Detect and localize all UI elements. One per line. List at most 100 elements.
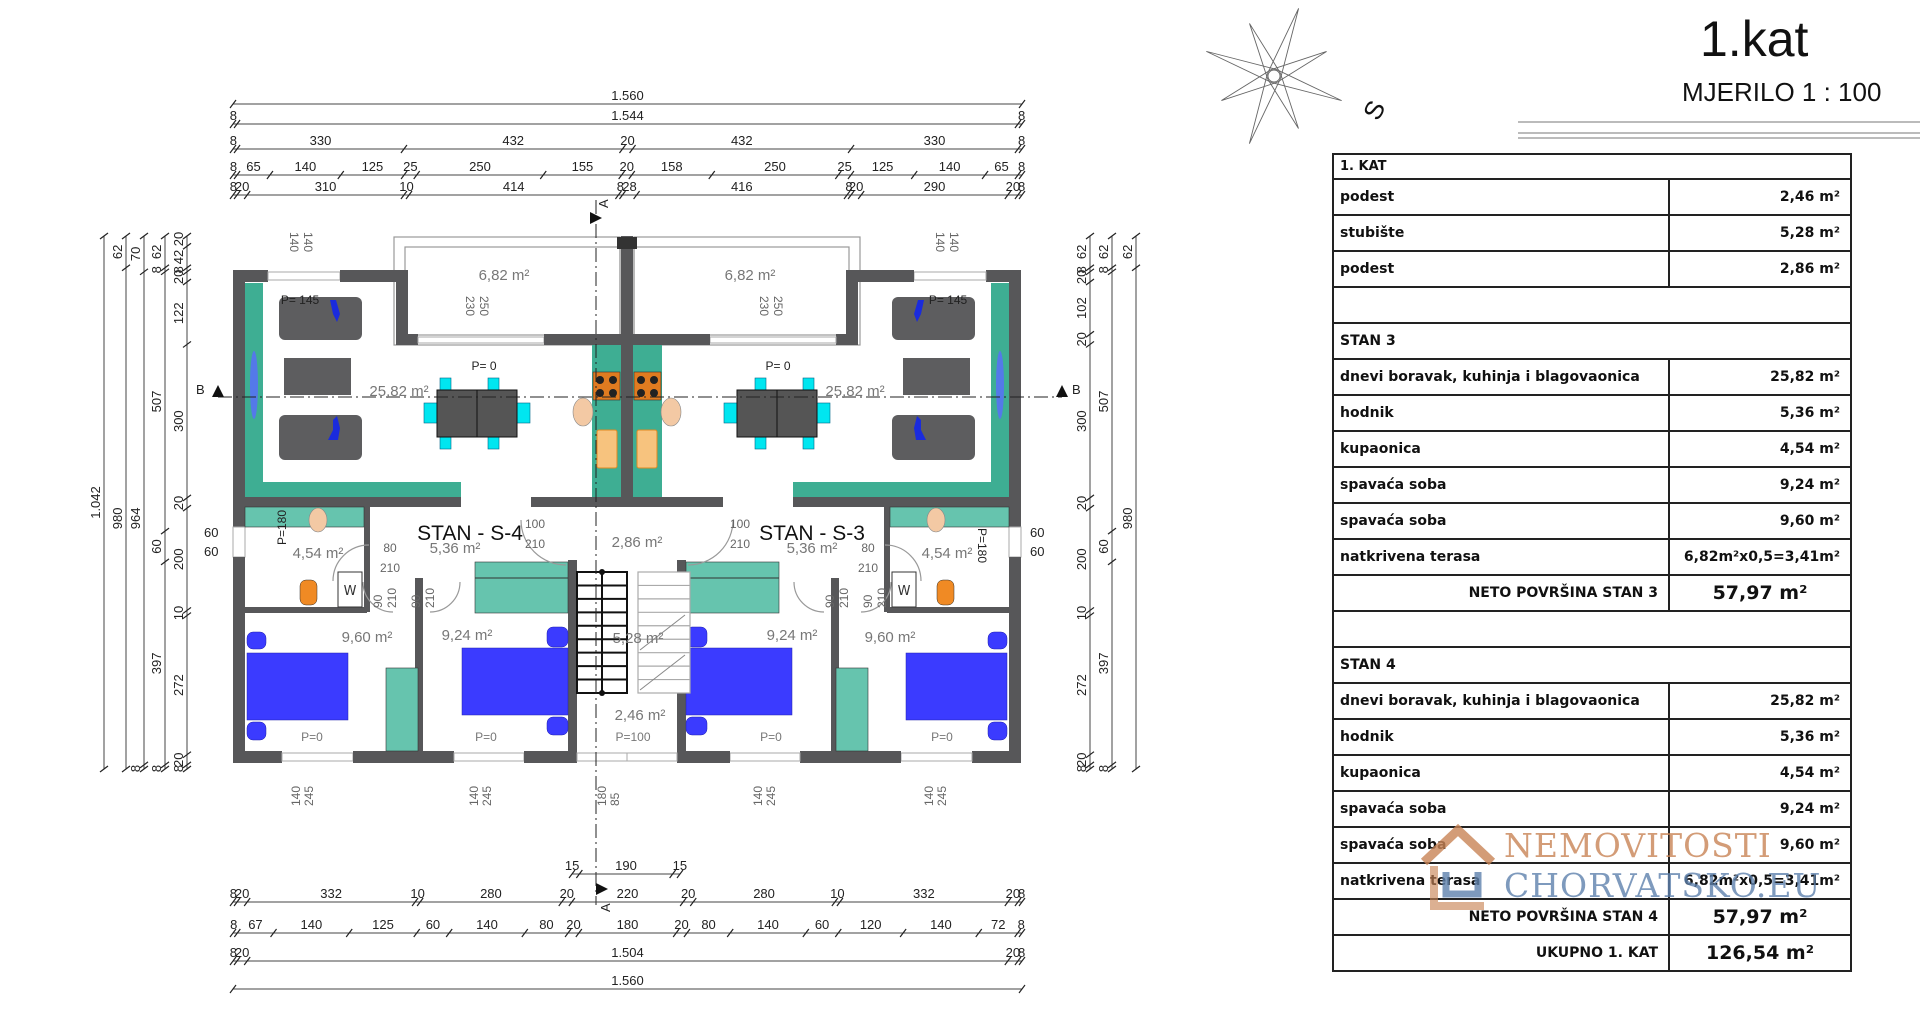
dimension-tick [628, 170, 636, 180]
dimension-tick [558, 897, 566, 907]
opening-dimension: 230 [463, 296, 477, 316]
dimension-label: 20 [1074, 270, 1089, 284]
dimension-label: 280 [480, 886, 502, 901]
dimension-tick [229, 897, 237, 907]
opening-dimension: 245 [764, 786, 778, 806]
dimension-label: 20 [566, 917, 580, 932]
dimension-label: 20 [171, 496, 186, 510]
area-stairs: 5,28 m² [613, 630, 664, 647]
room-name: stubište [1332, 214, 1670, 252]
opening-dimension: 180 [595, 786, 609, 806]
dimension-tick [1018, 897, 1026, 907]
dimension-tick [1018, 956, 1026, 966]
door-dimension: 80 [383, 541, 397, 555]
dimension-tick [160, 558, 170, 566]
dimension-label: 250 [469, 159, 491, 174]
area-hall-right: 5,36 m² [787, 540, 838, 557]
dimension-label: 8 [1074, 266, 1089, 273]
dimension-tick [139, 765, 149, 773]
dimension-tick [726, 928, 734, 938]
dimension-label: 140 [930, 917, 952, 932]
door-dimension: 80 [861, 541, 875, 555]
dimension-tick [689, 897, 697, 907]
dimension-label: 8 [1018, 179, 1025, 194]
dimension-tick [411, 897, 419, 907]
scale-label: MJERILO 1 : 100 [1682, 77, 1882, 107]
grand-total-label: UKUPNO 1. KAT [1332, 934, 1670, 972]
area-bed2-right: 9,24 m² [767, 627, 818, 644]
dimension-tick [229, 928, 237, 938]
door-dimension: 90 [371, 594, 385, 608]
room-name: natkrivena terasa [1332, 538, 1670, 576]
area-bed1-right: 9,60 m² [865, 629, 916, 646]
dimension-tick [1107, 232, 1117, 240]
opening-dimension: 140 [933, 232, 947, 252]
opening-dimension: 245 [302, 786, 316, 806]
dimension-tick [1085, 340, 1095, 348]
dimension-label: 72 [991, 917, 1005, 932]
dimension-tick [182, 232, 192, 240]
dimension-tick [233, 956, 241, 966]
dimension-tick [672, 928, 680, 938]
room-area: 5,28 m² [1668, 214, 1852, 252]
dimension-tick [708, 170, 716, 180]
dimension-tick [243, 956, 251, 966]
dimension-tick [831, 897, 839, 907]
dimension-label: 280 [753, 886, 775, 901]
dimension-tick [99, 765, 109, 773]
dimension-tick [1018, 170, 1026, 180]
dimension-label: 28 [622, 179, 636, 194]
dimension-label: 8 [1074, 765, 1089, 772]
dimension-chain: 1.560 [229, 973, 1026, 994]
area-terrace-left: 6,82 m² [479, 267, 530, 284]
dimension-label: 20 [1074, 753, 1089, 767]
dimension-tick [847, 144, 855, 154]
dimension-tick [1085, 606, 1095, 614]
dimension-tick [229, 119, 237, 129]
dimension-tick [575, 928, 583, 938]
opening-dimension: 245 [480, 786, 494, 806]
dimension-tick [337, 170, 345, 180]
room-name: spavaća soba [1332, 502, 1670, 540]
dimension-tick [981, 170, 989, 180]
p-bed1-left: P=0 [301, 730, 323, 744]
dimension-tick [1131, 232, 1141, 240]
dimension-label: 20 [1074, 496, 1089, 510]
dimension-tick [182, 606, 192, 614]
dimension-tick [99, 232, 109, 240]
room-area: 9,24 m² [1668, 790, 1852, 828]
room-area: 4,54 m² [1668, 430, 1852, 468]
dimension-label: 964 [128, 508, 143, 530]
dimension-tick [400, 190, 408, 200]
dimension-tick [1014, 928, 1022, 938]
dimension-label: 507 [149, 391, 164, 413]
dimension-label: 8 [171, 266, 186, 273]
dimension-tick [1018, 984, 1026, 994]
dimension-label: 62 [1096, 245, 1111, 259]
area-bath-right: 4,54 m² [922, 545, 973, 562]
dimension-tick [233, 144, 241, 154]
dimension-label: 20 [171, 232, 186, 246]
dimension-tick [1014, 170, 1022, 180]
area-landing-top: 2,86 m² [612, 534, 663, 551]
dimension-tick [1107, 765, 1117, 773]
dimension-tick [568, 897, 576, 907]
room-area: 9,60 m² [1668, 826, 1852, 864]
dimension-tick [182, 278, 192, 286]
dimension-label: 8 [230, 133, 237, 148]
dimension-tick [160, 761, 170, 769]
opening-dimension: 85 [608, 792, 622, 806]
room-area: 4,54 m² [1668, 754, 1852, 792]
section-b-right-arrow [1056, 385, 1068, 397]
dimension-tick [834, 928, 842, 938]
room-name: hodnik [1332, 394, 1670, 432]
